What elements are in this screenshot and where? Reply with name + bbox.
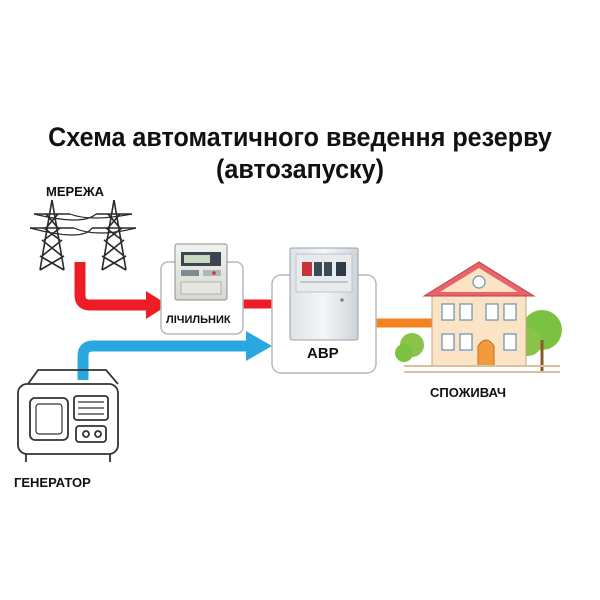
house-icon — [395, 261, 562, 373]
switch-cabinet-icon — [289, 247, 359, 341]
generator-label: ГЕНЕРАТОР — [14, 475, 91, 490]
ats-label: АВР — [307, 345, 339, 362]
grid-to-meter-line — [74, 262, 150, 311]
grid-to-meter-arrowhead — [146, 291, 168, 319]
generator-to-ats-line — [77, 340, 250, 380]
meter-label: ЛІЧИЛЬНИК — [166, 314, 231, 326]
generator-to-ats-arrowhead — [246, 331, 272, 361]
consumer-label: СПОЖИВАЧ — [430, 385, 506, 400]
power-tower-icon — [29, 199, 137, 271]
diagram-title-line2: (автозапуску) — [216, 154, 384, 184]
generator-icon — [17, 369, 119, 462]
electric-meter-icon — [174, 243, 228, 301]
grid-label: МЕРЕЖА — [46, 184, 105, 199]
diagram-title-line1: Схема автоматичного введення резерву — [48, 122, 552, 152]
